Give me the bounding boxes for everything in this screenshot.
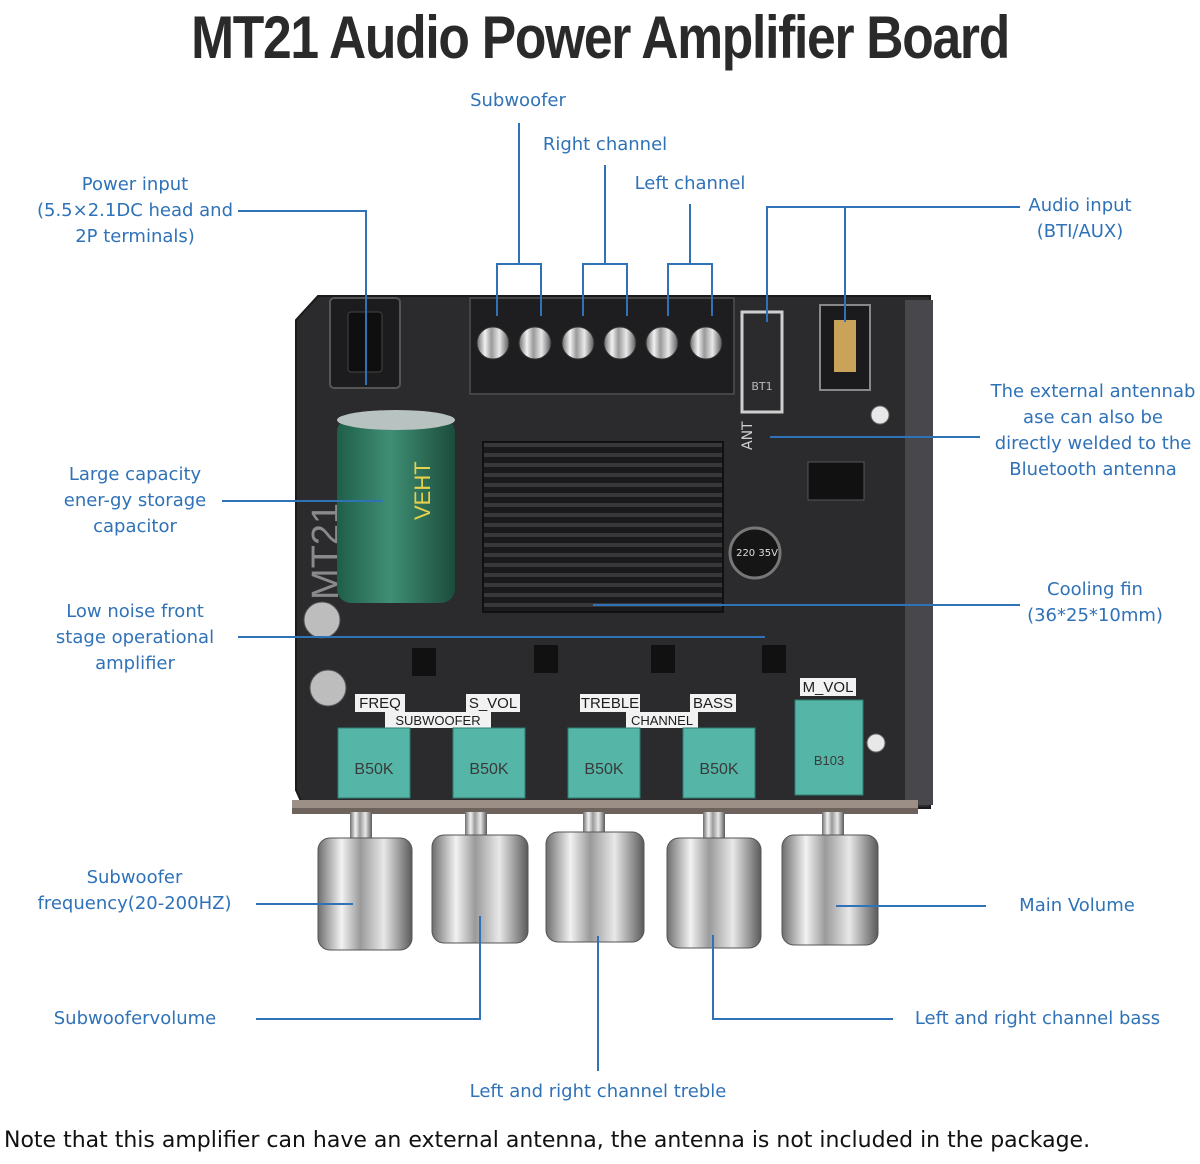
label-bass: Left and right channel bass [914,1008,1161,1029]
capacitor-text: VEHT [410,461,435,520]
bluetooth-chip [807,461,865,501]
callout-right-channel [582,165,628,316]
small-capacitor [309,669,347,707]
label-cooling-fin: Cooling fin (36*25*10mm) [1010,577,1180,629]
mount-hole [870,405,890,425]
label-left-channel: Left channel [634,173,746,194]
page-title: MT21 Audio Power Amplifier Board [191,4,1010,71]
label-line: Large capacity [68,464,202,485]
label-line: ener-gy storage [63,490,207,511]
bluetooth-module: BT1 ANT [740,310,784,450]
screw-terminal-block [469,297,735,395]
label-power-input: Power input (5.5×2.1DC head and 2P termi… [25,172,245,250]
knob-label-box [355,694,405,712]
label-sub-frequency: Subwoofer frequency(20-200HZ) [22,865,247,917]
label-line: ase can also be [1023,407,1163,428]
potentiometer-freq [337,727,411,799]
knob-label-box [690,694,736,712]
knob-label-bass: BASS [693,695,733,712]
ant-label: ANT [740,421,756,450]
knobs [317,812,879,951]
small-capacitor-text: 220 35V [736,548,778,559]
label-line: capacitor [93,516,177,537]
label-line: directly welded to the [994,433,1192,454]
potentiometer-mvol [794,699,864,796]
label-line: Low noise front [66,601,204,622]
knob-label-mvol: M_VOL [803,679,854,696]
label-line: The external antennab [990,381,1196,402]
label-capacitor: Large capacity ener-gy storage capacitor [35,462,235,540]
knob-shaft [350,812,372,842]
callout-left-channel [667,204,713,316]
footer-note: Note that this amplifier can have an ext… [4,1128,1091,1153]
label-line: Power input [81,174,189,195]
potentiometer-bass [682,727,756,799]
knob-label-box [800,678,856,696]
label-antenna: The external antennab ase can also be di… [982,379,1200,483]
opamp-chip [412,648,436,676]
label-line: Audio input [1028,195,1132,216]
callout-subwoofer [496,123,542,316]
label-line: amplifier [95,653,175,674]
label-right-channel: Right channel [542,134,668,155]
knob-treble [545,831,645,943]
large-capacitor: VEHT [337,410,455,603]
label-audio-input: Audio input (BTI/AUX) [1005,193,1155,245]
small-capacitor: 220 35V [728,526,782,580]
label-line: Cooling fin [1047,579,1143,600]
label-line: frequency(20-200HZ) [37,893,232,914]
knob-label-box [580,694,640,712]
opamp-chip [651,645,675,673]
knob-shaft [703,812,725,842]
label-treble: Left and right channel treble [469,1081,727,1102]
pot-label: B50K [354,761,393,778]
potentiometer-treble [567,727,641,799]
knob-label-svol: S_VOL [469,695,517,712]
callout-power-input [238,210,367,385]
bt-label: BT1 [751,380,772,393]
label-line: stage operational [55,627,215,648]
label-sub-volume: Subwoofervolume [53,1008,217,1029]
pot-label: B50K [699,761,738,778]
label-line: 2P terminals) [75,226,195,247]
group-label-channel: CHANNEL [631,713,693,728]
group-label-box [626,712,698,728]
callout-lines [222,123,1020,1071]
label-line: (36*25*10mm) [1027,605,1163,626]
knob-label-box [466,694,520,712]
label-line: (BTI/AUX) [1036,221,1124,242]
mount-hole [866,733,886,753]
label-line: Bluetooth antenna [1009,459,1177,480]
knob-mvol [781,834,879,946]
label-opamp: Low noise front stage operational amplif… [35,599,235,677]
pot-label: B50K [469,761,508,778]
opamp-chip [534,645,558,673]
knob-freq [317,837,413,951]
label-line: (5.5×2.1DC head and [36,200,234,221]
group-label-subwoofer: SUBWOOFER [395,713,480,728]
potentiometer-svol [452,727,526,799]
knob-label-freq: FREQ [359,695,401,712]
small-capacitor [303,601,341,639]
group-label-box [385,712,491,728]
pot-label: B103 [814,753,844,768]
knob-label-treble: TREBLE [581,695,639,712]
callout-audio-input [766,206,1020,322]
callout-bass [712,935,893,1020]
label-main-volume: Main Volume [1019,895,1135,916]
pot-label: B50K [584,761,623,778]
cooling-fin-heatsink [482,441,724,613]
label-subwoofer: Subwoofer [470,90,566,111]
label-line: Subwoofer [86,867,183,888]
knob-bass [666,837,762,949]
opamp-chip [762,645,786,673]
callout-sub-volume [256,916,481,1020]
